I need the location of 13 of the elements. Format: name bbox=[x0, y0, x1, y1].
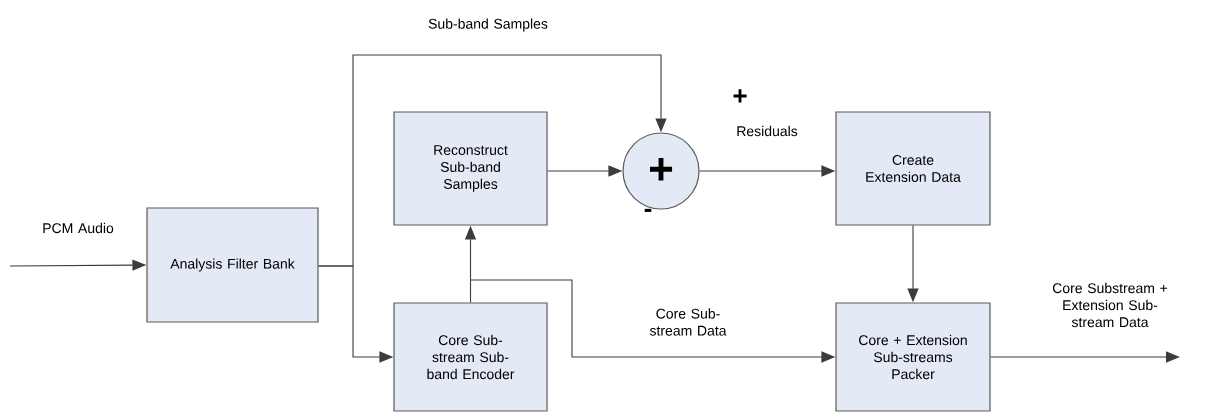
process-box: Core Sub-stream Sub-band Encoder bbox=[393, 302, 548, 412]
edge-label: Residuals bbox=[737, 125, 798, 137]
process-box: Analysis Filter Bank bbox=[146, 207, 319, 323]
arrow bbox=[990, 351, 1180, 363]
process-box: Reconstruct Sub-band Samples bbox=[393, 111, 548, 226]
edge-label: Core Substream + Extension Sub-stream Data bbox=[1052, 282, 1168, 328]
edge-label: Sub-band Samples bbox=[428, 18, 548, 32]
process-box: Core + Extension Sub-streams Packer bbox=[835, 302, 991, 412]
edge-label: PCM Audio bbox=[43, 222, 114, 234]
process-box: Create Extension Data bbox=[835, 111, 991, 226]
sign-label: - bbox=[644, 208, 652, 212]
edge-label: Core Sub-stream Data bbox=[649, 308, 727, 336]
sign-label: + bbox=[733, 89, 747, 103]
